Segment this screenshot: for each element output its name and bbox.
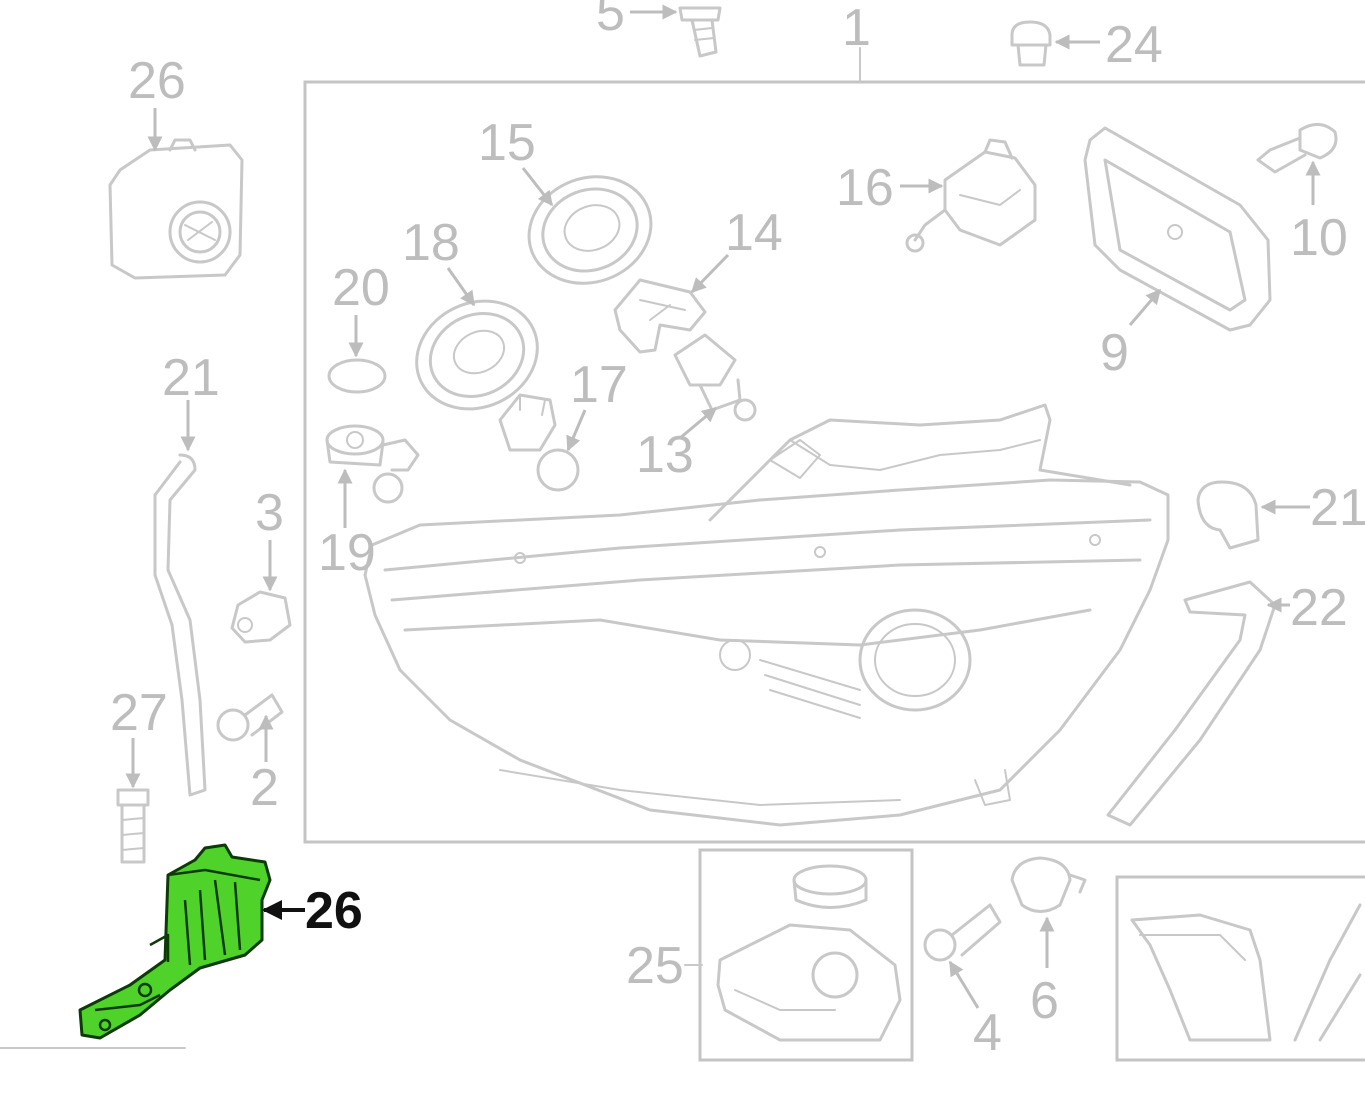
callout-25: 26 xyxy=(128,52,186,110)
part-bracket-partial[interactable] xyxy=(1130,903,1362,1042)
part-12-clip[interactable] xyxy=(613,278,707,354)
part-17-elbow[interactable] xyxy=(1196,480,1260,550)
callout-4: 4 xyxy=(973,1004,1002,1062)
part-10-screw[interactable] xyxy=(1256,123,1338,174)
part-26-bracket[interactable] xyxy=(78,843,272,1040)
part-15-bulb[interactable] xyxy=(498,393,580,492)
callout-9: 9 xyxy=(1100,324,1129,382)
callout-16: 18 xyxy=(402,214,460,272)
callout-5: 5 xyxy=(596,0,625,42)
headlamp-assembly-box xyxy=(303,80,1365,844)
part-21-strip[interactable] xyxy=(1106,580,1277,827)
part-19-seal[interactable] xyxy=(327,358,387,394)
callout-13: 15 xyxy=(478,114,536,172)
callout-27: 27 xyxy=(110,684,168,742)
callout-22: 24 xyxy=(1105,16,1163,74)
part-11-bulb[interactable] xyxy=(673,333,757,422)
callout-12: 14 xyxy=(725,204,783,262)
callout-20: 21 xyxy=(162,349,220,407)
part-24-module[interactable] xyxy=(716,864,902,1042)
part-9-cover[interactable] xyxy=(1083,126,1272,332)
part-5-screw[interactable] xyxy=(678,6,722,58)
part-14-actuator[interactable] xyxy=(905,138,1037,253)
bracket-module-box xyxy=(1115,875,1365,1062)
callout-26: 26 xyxy=(305,882,363,940)
part-18-socket[interactable] xyxy=(325,424,420,504)
callout-6: 6 xyxy=(1030,972,1059,1030)
callout-3: 3 xyxy=(255,484,284,542)
bulb-module-box xyxy=(698,848,914,1062)
callout-15: 17 xyxy=(570,356,628,414)
part-16-cap[interactable] xyxy=(399,282,555,429)
callout-18: 19 xyxy=(318,524,376,582)
callout-19: 20 xyxy=(332,259,390,317)
callout-11: 13 xyxy=(636,426,694,484)
part-20-hose[interactable] xyxy=(153,453,207,797)
part-2-bolt[interactable] xyxy=(216,693,284,742)
callout-1: 1 xyxy=(842,0,871,57)
callout-14: 16 xyxy=(836,159,894,217)
part-13-cap[interactable] xyxy=(514,160,666,300)
part-22-plug[interactable] xyxy=(1010,20,1052,67)
callout-10: 10 xyxy=(1290,209,1348,267)
part-27-bolt[interactable] xyxy=(116,788,150,864)
callout-24: 25 xyxy=(626,937,684,995)
part-6-grommet[interactable] xyxy=(1010,856,1087,913)
part-4-bolt[interactable] xyxy=(923,903,1002,962)
part-3-clip[interactable] xyxy=(230,590,292,644)
callout-17: 21 xyxy=(1310,479,1365,537)
callout-2: 2 xyxy=(250,759,279,817)
part-1-headlamp[interactable] xyxy=(363,403,1170,827)
part-25-ballast[interactable] xyxy=(108,138,244,280)
callout-21: 22 xyxy=(1290,579,1348,637)
